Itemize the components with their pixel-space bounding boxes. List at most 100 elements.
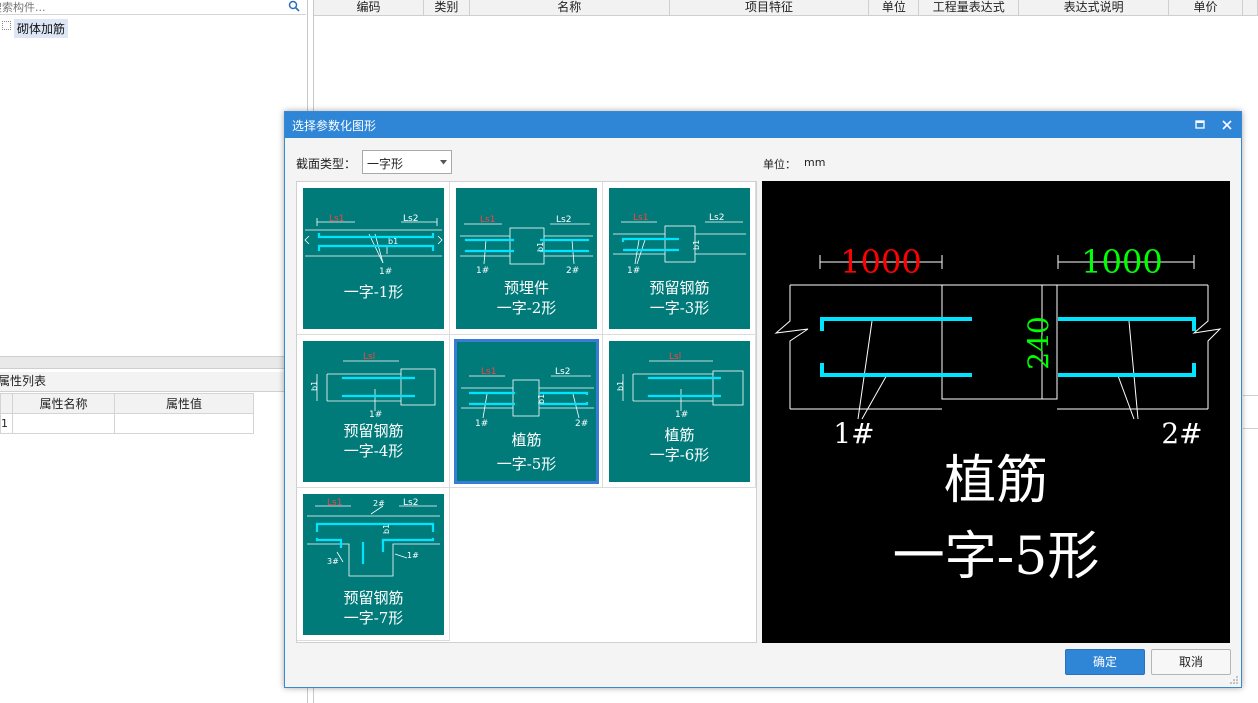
- row-line: [1243, 428, 1258, 429]
- svg-text:1#: 1#: [407, 551, 419, 560]
- shape-option-1[interactable]: Ls1 Ls2 b1 1# 一字-1形: [297, 182, 450, 335]
- quantity-table: 编码 类别 名称 项目特征 单位 工程量表达式 表达式说明 单价: [313, 0, 1258, 703]
- props-header-row: 属性名称 属性值: [0, 393, 254, 414]
- shape-option-3[interactable]: Ls1 Ls2 b1 1# 预留钢筋 一字-3形: [603, 182, 756, 335]
- preview-rebars: [820, 317, 1196, 377]
- tree-item-masonry-rebar[interactable]: 砌体加筋: [2, 18, 69, 38]
- svg-text:b1: b1: [616, 381, 625, 391]
- svg-text:Ls2: Ls2: [556, 215, 571, 225]
- shape-diagram-1: Ls1 Ls2 b1 1#: [304, 214, 443, 277]
- shape-thumbnail: Ls1 Ls2 b1 1# 预留钢筋 一字-3形: [609, 188, 750, 329]
- svg-text:1#: 1#: [675, 410, 688, 420]
- props-value-header: 属性值: [114, 393, 254, 414]
- dim-right-text: 1000: [1081, 243, 1162, 281]
- col-header-category[interactable]: 类别: [424, 0, 470, 15]
- col-header-feature[interactable]: 项目特征: [670, 0, 870, 15]
- shape-option-4[interactable]: Lsl b1 1# 预留钢筋 一字-4形: [297, 335, 450, 488]
- shape-thumbnail: Ls1 Ls2 b1 1# 2# 植筋 一字-5形: [454, 339, 599, 484]
- svg-text:1#: 1#: [475, 419, 488, 429]
- shape-caption-line2: 一字-4形: [343, 442, 404, 460]
- svg-text:b1: b1: [310, 381, 319, 391]
- col-header-expression[interactable]: 工程量表达式: [919, 0, 1020, 15]
- shape-caption-line1: 植筋: [511, 431, 542, 449]
- col-header-price[interactable]: 单价: [1169, 0, 1244, 15]
- props-row-value[interactable]: [114, 413, 254, 434]
- col-header-unit[interactable]: 单位: [869, 0, 920, 15]
- shape-diagram-2: Ls1 Ls2 b1 1# 2#: [460, 215, 593, 276]
- shape-thumbnail: Lsl b1 1# 植筋 一字-6形: [609, 341, 750, 482]
- col-header-expression-note[interactable]: 表达式说明: [1019, 0, 1170, 15]
- search-icon[interactable]: [288, 0, 300, 12]
- shape-caption-line2: 一字-2形: [496, 299, 557, 317]
- row-line: [1243, 395, 1258, 396]
- col-header-code[interactable]: 编码: [314, 0, 424, 15]
- table-row[interactable]: 1: [0, 413, 254, 434]
- dialog-titlebar[interactable]: 选择参数化图形: [285, 112, 1241, 138]
- search-box[interactable]: [0, 0, 306, 15]
- svg-text:b1: b1: [692, 240, 701, 250]
- shape-option-6[interactable]: Lsl b1 1# 植筋 一字-6形: [603, 335, 756, 488]
- svg-text:b1: b1: [536, 242, 545, 252]
- close-icon[interactable]: [1220, 118, 1234, 132]
- col-header-name[interactable]: 名称: [470, 0, 670, 15]
- tree-item-label: 砌体加筋: [14, 18, 69, 38]
- shape-option-7[interactable]: Ls1 Ls2 2# b1 1# 3# 预留钢筋 一字-7形: [297, 488, 450, 641]
- svg-text:Ls1: Ls1: [327, 498, 342, 508]
- search-input[interactable]: [0, 0, 276, 14]
- preview-outline: [774, 255, 1222, 420]
- preview-caption-line1: 植筋: [943, 451, 1048, 511]
- ok-button[interactable]: 确定: [1065, 649, 1145, 675]
- svg-text:Ls1: Ls1: [329, 214, 344, 224]
- shape-caption-line2: 一字-7形: [343, 609, 404, 627]
- svg-text:3#: 3#: [327, 557, 339, 566]
- props-row-index: 1: [0, 413, 13, 434]
- shape-thumbnail: Ls1 Ls2 b1 1# 2# 预埋件 一字-2形: [456, 188, 597, 329]
- tree-node-icon: [2, 20, 11, 30]
- select-shape-dialog: 选择参数化图形 截面类型： 一字形 单位： mm: [284, 111, 1242, 688]
- shape-caption-line2: 一字-5形: [496, 455, 557, 473]
- shape-thumbnail: Ls1 Ls2 2# b1 1# 3# 预留钢筋 一字-7形: [303, 494, 444, 635]
- cancel-button[interactable]: 取消: [1151, 649, 1231, 675]
- svg-text:Ls2: Ls2: [403, 214, 418, 224]
- shape-caption-line2: 一字-6形: [649, 446, 710, 464]
- shape-option-2[interactable]: Ls1 Ls2 b1 1# 2# 预埋件 一字-2形: [450, 182, 603, 335]
- svg-text:Ls2: Ls2: [403, 498, 418, 508]
- props-panel-title: 属性列表: [0, 372, 306, 392]
- props-index-header: [0, 393, 13, 414]
- svg-text:Ls2: Ls2: [555, 367, 570, 377]
- svg-text:b1: b1: [382, 524, 391, 534]
- shape-caption-line2: 一字-3形: [649, 299, 710, 317]
- shape-caption-line1: 预留钢筋: [343, 422, 404, 440]
- props-row-name[interactable]: [12, 413, 115, 434]
- unit-value: mm: [804, 156, 826, 169]
- dim-left-text: 1000: [840, 243, 921, 281]
- shape-diagram-4: Lsl b1 1#: [310, 352, 436, 420]
- shape-grid: Ls1 Ls2 b1 1# 一字-1形: [296, 181, 757, 643]
- shape-diagram-7: Ls1 Ls2 2# b1 1# 3#: [307, 498, 440, 577]
- section-type-select[interactable]: 一字形: [362, 150, 452, 174]
- panel-splitter[interactable]: [0, 356, 308, 369]
- props-name-header: 属性名称: [12, 393, 115, 414]
- shape-option-5[interactable]: Ls1 Ls2 b1 1# 2# 植筋 一字-5形: [450, 335, 603, 488]
- component-panel: 砌体加筋 属性列表 属性名称 属性值 1: [0, 0, 308, 703]
- svg-text:b1: b1: [388, 237, 398, 246]
- bar-left-label: 1#: [833, 417, 874, 450]
- bar-right-label: 2#: [1161, 417, 1202, 450]
- shape-caption: 一字-1形: [343, 283, 404, 301]
- shape-preview: 1000 1000 240 1# 2# 植筋 一字-5形: [762, 181, 1230, 643]
- svg-text:1#: 1#: [476, 266, 489, 276]
- section-type-label: 截面类型：: [296, 157, 357, 171]
- dim-height-text: 240: [1022, 316, 1055, 369]
- preview-diagram: 1000 1000 240 1# 2#: [774, 243, 1222, 450]
- svg-text:Ls1: Ls1: [633, 213, 648, 223]
- resize-grip-icon[interactable]: [1230, 676, 1238, 684]
- maximize-icon[interactable]: [1193, 119, 1207, 131]
- preview-caption-line2: 一字-5形: [892, 527, 1100, 587]
- shape-caption-line1: 预留钢筋: [343, 589, 404, 607]
- shape-caption-line1: 植筋: [664, 426, 695, 444]
- shape-diagram-3: Ls1 Ls2 b1 1#: [613, 213, 746, 276]
- dialog-title: 选择参数化图形: [292, 119, 377, 133]
- svg-text:Lsl: Lsl: [669, 352, 681, 362]
- svg-text:b1: b1: [537, 394, 546, 404]
- svg-text:1#: 1#: [369, 410, 382, 420]
